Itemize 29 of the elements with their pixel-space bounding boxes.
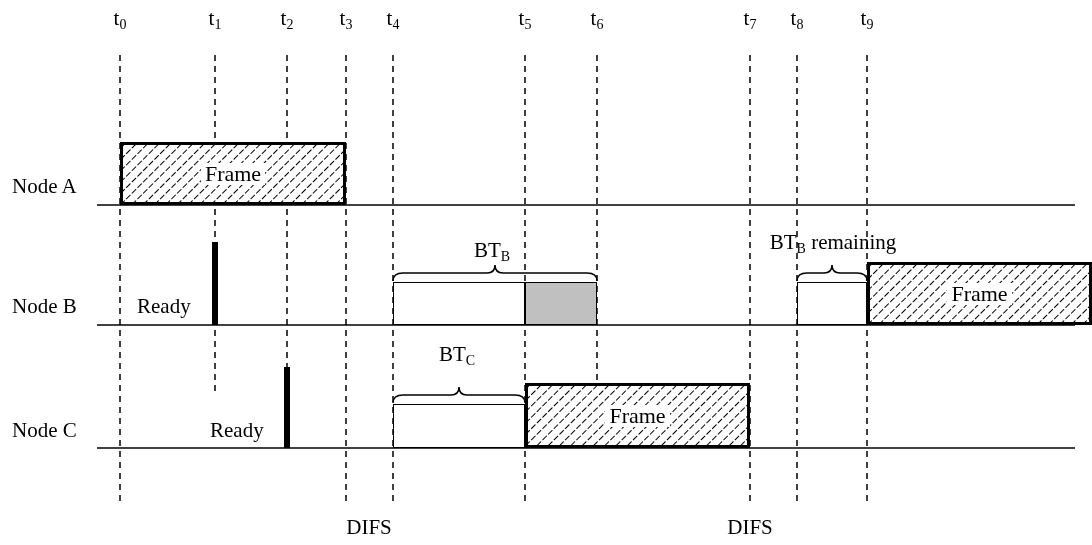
text-label: t$_{6}$	[590, 5, 604, 32]
text-label: BT$_{C}$	[438, 341, 476, 368]
frame-label: Frame	[605, 404, 670, 427]
text-label: Node A	[12, 173, 77, 200]
text-label: t$_{5}$	[518, 5, 532, 32]
backoff-box	[393, 282, 525, 325]
text-label: t$_{1}$	[208, 5, 222, 32]
text-label: DIFS	[346, 514, 392, 541]
backoff-box	[797, 282, 867, 325]
text-label: t$_{2}$	[280, 5, 294, 32]
text-label: DIFS	[727, 514, 773, 541]
text-label: t$_{3}$	[339, 5, 353, 32]
backoff-box	[393, 404, 525, 448]
text-label: t$_{9}$	[860, 5, 874, 32]
text-label: t$_{7}$	[743, 5, 757, 32]
text-label: Node C	[12, 417, 77, 444]
text-label: Ready	[210, 417, 264, 444]
backoff-box	[525, 282, 597, 325]
frame-label: Frame	[947, 282, 1012, 305]
frame-box	[525, 383, 750, 448]
text-label: Node B	[12, 293, 77, 320]
text-label: Ready	[137, 293, 191, 320]
text-label: t$_{4}$	[386, 5, 400, 32]
text-label: t$_{8}$	[790, 5, 804, 32]
text-label: BT$_{B}$	[473, 237, 511, 264]
text-label: BT$_{B}$ remaining	[769, 229, 897, 256]
text-label: t$_{0}$	[113, 5, 127, 32]
frame-box	[120, 142, 346, 205]
frame-box	[867, 262, 1092, 325]
